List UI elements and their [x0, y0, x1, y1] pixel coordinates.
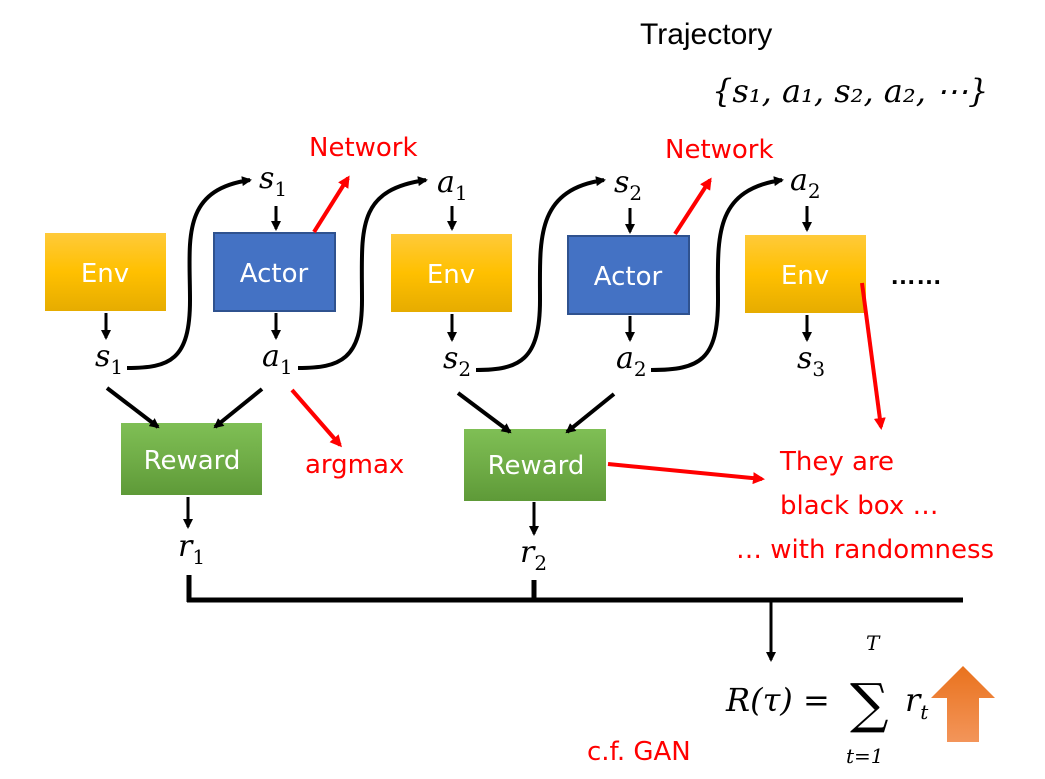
blackbox-line-3: … with randomness	[736, 535, 994, 565]
var-a2-top: a2	[790, 163, 821, 203]
var-s2-bottom: s2	[443, 341, 471, 381]
svg-text:s1: s1	[259, 161, 287, 201]
arrow-s1-reward1	[105, 386, 160, 429]
var-r2: r2	[520, 535, 547, 575]
arrow-a1-reward1	[213, 387, 264, 429]
curve-a2-to-env-input	[650, 176, 784, 372]
curve-s2-to-actor-input	[475, 176, 606, 372]
actor-box-2: Actor	[567, 235, 690, 315]
network-label-2: Network	[665, 135, 774, 165]
var-s3-bottom: s3	[797, 341, 825, 381]
var-a1-bottom: a1	[262, 339, 293, 379]
return-formula: R(τ) = ∑ T t=1 rt	[725, 631, 929, 768]
svg-text:r1: r1	[178, 529, 205, 569]
env-box-1-label: Env	[81, 259, 129, 289]
cf-gan-label: c.f. GAN	[587, 737, 691, 767]
env-box-3: Env	[745, 235, 866, 313]
env-box-2-label: Env	[427, 260, 475, 290]
curve-a1-to-env-input	[297, 176, 428, 370]
formula-sum-symbol: ∑	[850, 672, 889, 735]
actor-box-2-label: Actor	[594, 262, 663, 292]
trajectory-title: Trajectory	[640, 18, 772, 51]
svg-text:s3: s3	[797, 341, 825, 381]
blackbox-line-2: black box …	[780, 491, 939, 521]
arrow-a1-argmax	[290, 388, 342, 448]
svg-text:a2: a2	[790, 163, 821, 203]
curved-connectors	[126, 176, 784, 372]
arrow-s2-reward2	[456, 391, 512, 434]
continuation-ellipsis: ……	[890, 260, 942, 290]
argmax-label: argmax	[305, 450, 404, 480]
actor-box-1: Actor	[213, 232, 336, 312]
svg-text:a1: a1	[262, 339, 293, 379]
arrow-a2-reward2	[565, 392, 616, 434]
arrow-reward2-blackbox	[607, 462, 765, 485]
var-r1: r1	[178, 529, 205, 569]
vertical-arrows	[101, 206, 812, 536]
formula-upper-limit: T	[866, 631, 881, 655]
svg-text:r2: r2	[520, 535, 547, 575]
env-box-1: Env	[45, 233, 166, 311]
svg-text:s1: s1	[95, 339, 123, 379]
annotation-arrows	[290, 175, 886, 485]
actor-box-1-label: Actor	[240, 259, 309, 289]
var-s1-bottom: s1	[95, 339, 123, 379]
env-box-3-label: Env	[781, 261, 829, 291]
blackbox-line-1: They are	[779, 447, 894, 477]
reward-box-1: Reward	[121, 423, 262, 495]
var-s2-top: s2	[614, 165, 642, 205]
reward-box-2: Reward	[464, 429, 606, 501]
reward-box-1-label: Reward	[144, 446, 241, 476]
sum-bracket	[186, 575, 963, 603]
var-s1-top: s1	[259, 161, 287, 201]
var-a1-top: a1	[437, 165, 468, 205]
var-a2-bottom: a2	[616, 341, 647, 381]
svg-text:a2: a2	[616, 341, 647, 381]
svg-text:s2: s2	[614, 165, 642, 205]
env-box-2: Env	[391, 234, 512, 312]
formula-lhs: R(τ) =	[725, 681, 830, 719]
trajectory-set: {s₁, a₁, s₂, a₂, ⋯}	[712, 72, 988, 110]
network-label-1: Network	[309, 133, 418, 163]
svg-text:a1: a1	[437, 165, 468, 205]
increase-arrow-icon	[931, 666, 995, 742]
svg-text:s2: s2	[443, 341, 471, 381]
formula-lower-limit: t=1	[846, 744, 884, 768]
arrow-actor1-network	[312, 175, 350, 234]
formula-term: rt	[905, 681, 929, 724]
curve-s1-to-actor-input	[126, 176, 252, 370]
reward-box-2-label: Reward	[488, 451, 585, 481]
arrow-actor2-network	[673, 177, 712, 236]
reward-input-arrows	[105, 386, 616, 434]
arrow-env3-blackbox	[860, 282, 886, 430]
